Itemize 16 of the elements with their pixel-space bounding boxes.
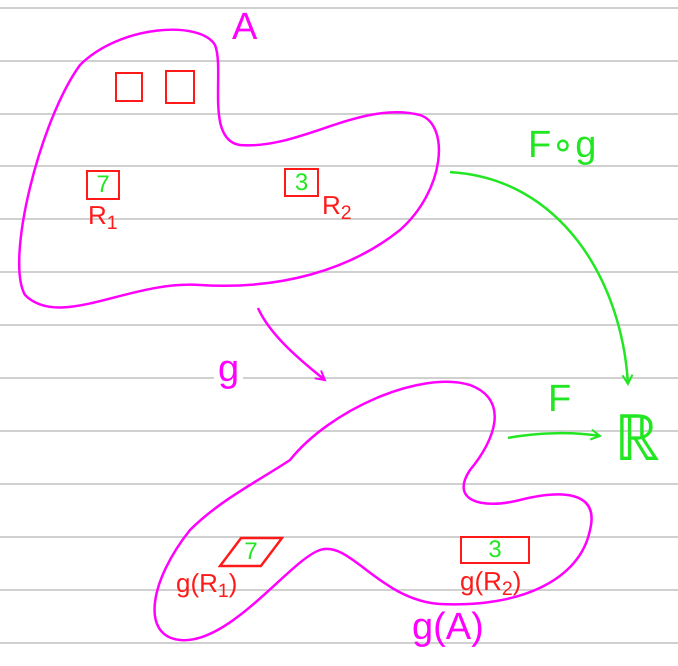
arrow [450,170,634,385]
number-label: 3 [488,538,502,562]
subscript-label: R$_{2}$ [322,192,352,218]
number-label: 7 [96,173,110,197]
subscript-label: g(R$_{2}$) [460,568,522,594]
arrow [508,428,601,441]
number-label: 3 [294,170,308,194]
box-outline [115,72,143,102]
set-name: g(A) [412,608,484,646]
number-label: 7 [244,540,258,564]
box-outline [165,70,195,104]
arrow [256,307,326,382]
set-name: A [232,8,258,46]
set-symbol: ℝ [602,396,672,480]
subscript-label: g(R$_{1}$) [176,570,238,596]
subscript-label: R$_{1}$ [88,202,118,228]
